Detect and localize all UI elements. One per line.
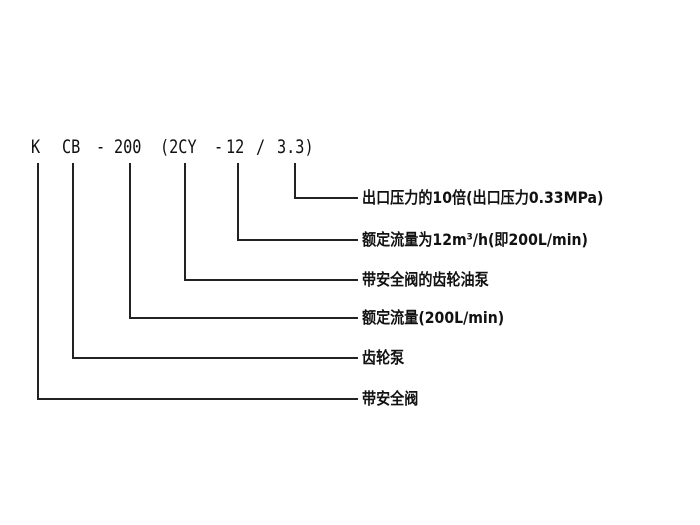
leader-line [129,163,131,319]
leader-line [184,279,358,281]
code-k: K [31,136,41,158]
code-2cy: (2CY [160,136,197,158]
label-gear-pump: 齿轮泵 [362,348,405,367]
leader-line [72,357,358,359]
leader-line [294,163,296,199]
leader-line [294,197,358,199]
leader-line [237,163,239,241]
code-3-3: 3.3) [277,136,314,158]
label-rated-flow-12: 额定流量为12m³/h(即200L/min) [362,230,588,249]
label-pressure: 出口压力的10倍(出口压力0.33MPa) [362,188,604,207]
leader-line [72,163,74,359]
code-cb: CB [62,136,81,158]
leader-line [237,239,358,241]
leader-line [37,398,358,400]
leader-line [184,163,186,281]
code-200: 200 [114,136,142,158]
label-gear-oil-pump-valve: 带安全阀的齿轮油泵 [362,270,489,289]
code-dash-2: - [214,136,224,158]
code-slash: / [256,136,266,158]
code-12: 12 [226,136,245,158]
leader-line [129,317,358,319]
label-safety-valve: 带安全阀 [362,389,419,408]
code-dash: - [96,136,106,158]
label-rated-flow-200: 额定流量(200L/min) [362,308,505,327]
leader-line [37,163,39,400]
